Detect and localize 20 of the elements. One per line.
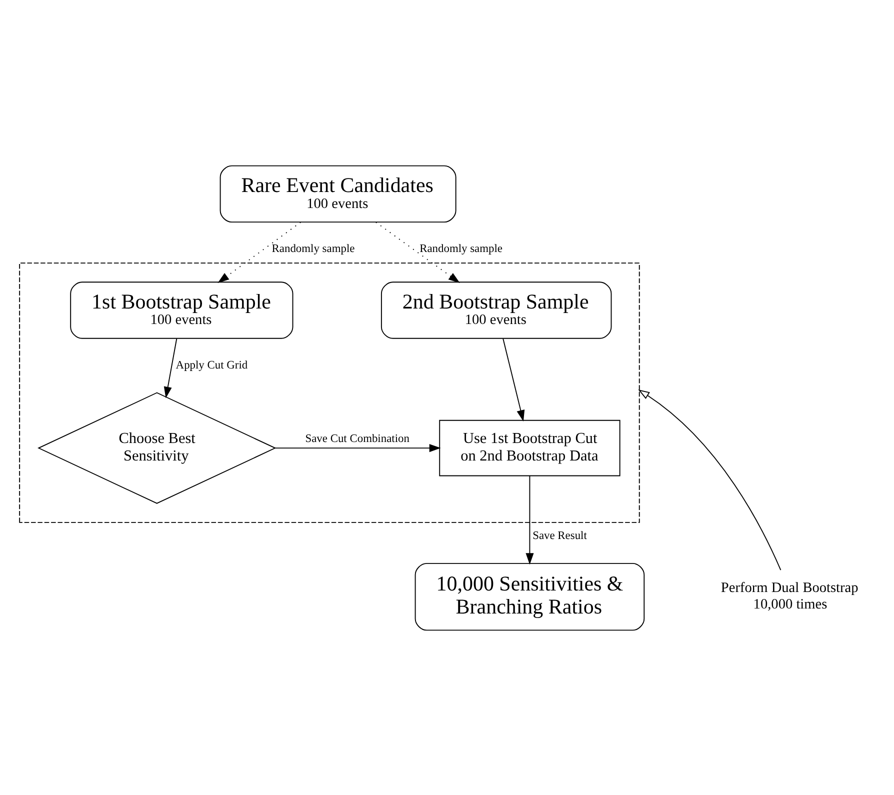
edge-label: Save Result [532, 530, 587, 542]
edge-label: Save Cut Combination [305, 432, 410, 444]
node-diamond: Choose Best Sensitivity [38, 392, 276, 504]
node-box: Rare Event Candidates 100 events [220, 164, 456, 222]
edge-label: Randomly sample [272, 242, 355, 255]
arrow [274, 444, 441, 452]
node-text: Perform Dual Bootstrap 10,000 times [720, 580, 858, 612]
node-box: 10,000 Sensitivities & Branching Ratios [414, 562, 645, 630]
arrow [376, 221, 460, 282]
cluster [19, 262, 640, 522]
node-box: 2nd Bootstrap Sample 100 events [380, 281, 612, 338]
arrow [164, 338, 178, 398]
arrow [502, 338, 525, 422]
arrow [218, 221, 302, 282]
edge-label: Apply Cut Grid [176, 359, 248, 372]
edge-label: Randomly sample [420, 242, 503, 255]
node-box: 1st Bootstrap Sample 100 events [70, 281, 294, 338]
node-box: Use 1st Bootstrap Cut on 2nd Bootstrap Data [439, 419, 620, 476]
arrow [638, 389, 782, 570]
arrow [526, 474, 534, 564]
